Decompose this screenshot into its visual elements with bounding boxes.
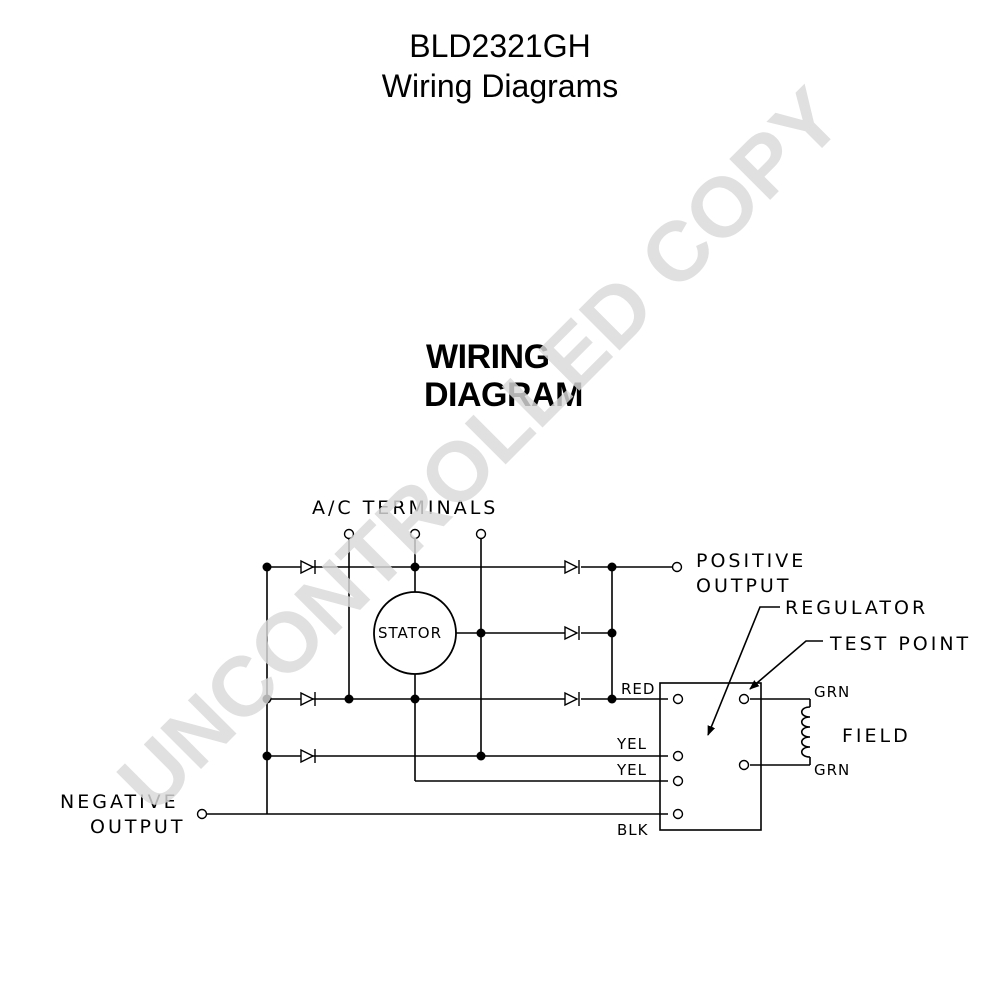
diode-middle-right	[564, 625, 580, 641]
blk-wire-label: BLK	[617, 821, 649, 839]
grn-wire-label-1: GRN	[814, 683, 850, 701]
negative-output-terminal	[196, 808, 208, 820]
diode-bus3-left	[300, 691, 316, 707]
negative-output-label-2: OUTPUT	[90, 816, 185, 838]
diode-bus3-right	[564, 691, 580, 707]
diagram-heading-line2: DIAGRAM	[424, 376, 583, 414]
ac-terminals-label: A/C TERMINALS	[312, 497, 498, 519]
field-terminal	[738, 759, 750, 771]
diodes	[300, 559, 580, 764]
test-point-label: TEST POINT	[829, 633, 971, 655]
page-subtitle: Wiring Diagrams	[381, 68, 619, 104]
diode-top-right	[564, 559, 580, 575]
ac-terminal-1	[343, 528, 355, 540]
regulator-label: REGULATOR	[785, 597, 928, 619]
ac-terminal-2	[409, 528, 421, 540]
yel-wire-label-1: YEL	[616, 735, 647, 753]
diagram-heading-line1: WIRING	[426, 338, 550, 376]
field-label: FIELD	[842, 725, 911, 747]
regulator-blk-terminal	[672, 808, 684, 820]
junction-dots	[262, 562, 617, 761]
regulator-red-terminal	[672, 693, 684, 705]
regulator-yel2-terminal	[672, 775, 684, 787]
yel-wire-label-2: YEL	[616, 761, 647, 779]
red-wire-label: RED	[621, 680, 655, 698]
stator-label: STATOR	[378, 624, 442, 642]
part-number-title: BLD2321GH	[409, 28, 591, 64]
positive-output-label-1: POSITIVE	[696, 550, 806, 572]
negative-output-label-1: NEGATIVE	[60, 791, 179, 813]
stator-circle	[373, 591, 457, 675]
diode-bus4-left	[300, 748, 316, 764]
ac-terminal-3	[475, 528, 487, 540]
diode-top-left	[300, 559, 316, 575]
terminals	[196, 528, 750, 820]
regulator-yel1-terminal	[672, 750, 684, 762]
grn-wire-label-2: GRN	[814, 761, 850, 779]
positive-output-label-2: OUTPUT	[696, 575, 791, 597]
test-point-terminal	[738, 693, 750, 705]
positive-output-terminal	[671, 561, 683, 573]
